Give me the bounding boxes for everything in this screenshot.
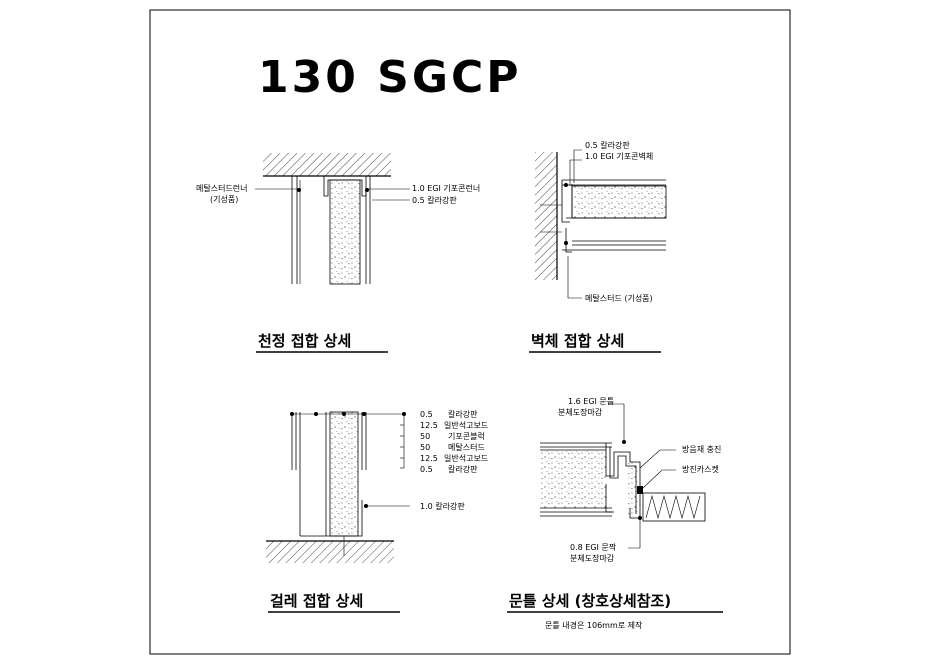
baseboard-detail-title: 걸레 접합 상세	[270, 592, 363, 610]
baseboard-panel-core	[329, 411, 359, 537]
layer-thickness: 0.5	[420, 465, 433, 474]
door-label-frame-finish: 분체도장마감	[558, 407, 603, 417]
baseboard-joint-detail	[266, 411, 410, 563]
wall-label-egi-panel: 1.0 EGI 기포콘벽체	[585, 151, 653, 161]
door-detail-title: 문틀 상세 (창호상세참조)	[509, 592, 671, 610]
layer-thickness: 50	[420, 443, 430, 452]
wall-panel-core	[571, 185, 667, 219]
ceiling-panel-core	[329, 179, 361, 285]
door-label-leaf-finish: 분체도장마감	[570, 553, 615, 563]
floor-slab-hatch	[266, 541, 394, 563]
ceiling-joint-detail: 메탈스터드런너 (기성품) 1.0 EGI 기포콘런너 0.5 칼라강판	[196, 153, 480, 285]
layer-name: 메탈스터드	[448, 442, 485, 452]
door-frame-infill	[628, 462, 638, 516]
door-leaf	[642, 492, 706, 522]
layer-thickness: 12.5	[420, 421, 438, 430]
wall-label-metal-stud: 메탈스터드 (기성품)	[585, 293, 653, 303]
door-frame-detail: 1.6 EGI 문틀 분체도장마감 방음재 충진 방진카스켓 0.8 EGI 문…	[540, 397, 721, 563]
layer-thickness: 50	[420, 432, 430, 441]
baseboard-layer-list: 0.5 칼라강판 12.5 일반석고보드 50 기포콘블럭 50 메탈스터드 1…	[420, 409, 488, 511]
layer-thickness: 12.5	[420, 454, 438, 463]
door-label-frame: 1.6 EGI 문틀	[568, 397, 614, 406]
wall-hatch	[535, 152, 557, 280]
door-label-sound: 방음재 충진	[682, 444, 721, 454]
ceiling-detail-title: 천정 접합 상세	[258, 332, 351, 350]
layer-name: 칼라강판	[448, 409, 478, 419]
door-note: 문틀 내경은 106mm로 제작	[545, 620, 643, 630]
sheet-title: 130 SGCP	[258, 52, 522, 103]
ceiling-label-runner-note: (기성품)	[210, 195, 238, 204]
wall-detail-title: 벽체 접합 상세	[531, 332, 624, 350]
layer-thickness: 0.5	[420, 410, 433, 419]
sheet-border	[149, 9, 791, 655]
ceiling-label-color-steel: 0.5 칼라강판	[412, 195, 457, 205]
ceiling-label-runner: 메탈스터드런너	[196, 183, 248, 193]
ceiling-slab-hatch	[263, 153, 391, 176]
layer-name: 칼라강판	[448, 464, 478, 474]
baseboard-label-bottom-steel: 1.0 칼라강판	[420, 501, 465, 511]
layer-name: 일반석고보드	[444, 453, 488, 463]
door-label-leaf: 0.8 EGI 문짝	[570, 542, 617, 552]
layer-name: 일반석고보드	[444, 420, 488, 430]
wall-joint-detail: 0.5 칼라강판 1.0 EGI 기포콘벽체 메탈스터드 (기성품)	[535, 140, 667, 303]
door-leaf-insulation	[645, 494, 701, 520]
door-label-gasket: 방진카스켓	[682, 464, 719, 474]
layer-name: 기포콘블럭	[448, 431, 485, 441]
door-wall-core	[540, 450, 606, 508]
wall-label-color-steel: 0.5 칼라강판	[585, 140, 630, 150]
gasket	[637, 486, 643, 494]
ceiling-label-egi-runner: 1.0 EGI 기포콘런너	[412, 183, 480, 193]
